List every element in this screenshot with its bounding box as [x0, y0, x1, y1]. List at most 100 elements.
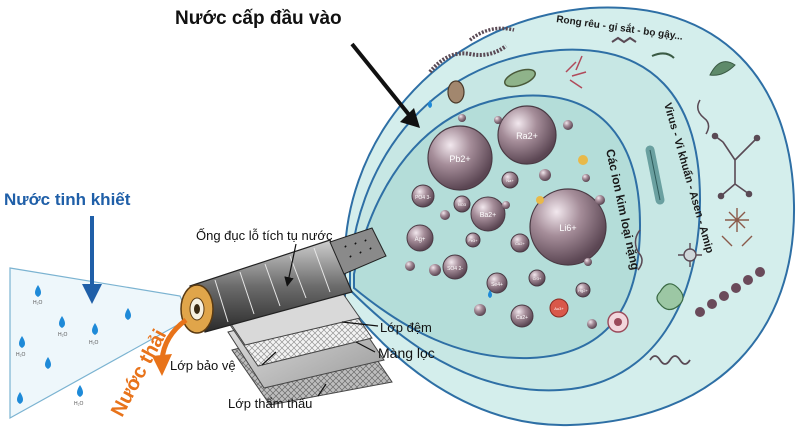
mesh-organism-icon: [721, 208, 753, 247]
ion-label: Li6+: [559, 223, 576, 233]
ion-label: Cu2+: [515, 241, 525, 246]
cylinder-wrap-lines: [214, 247, 331, 323]
ion-sphere: Li6+: [529, 188, 607, 266]
ion-sphere: NO3: [453, 195, 471, 213]
water-drop-icon: [17, 392, 23, 404]
algae-icon: [651, 52, 675, 59]
feed-water-label: Nước cấp đầu vào: [175, 8, 342, 29]
small-ion: [582, 174, 590, 182]
ion-label: Se4+: [491, 282, 503, 288]
membrane-label: Màng lọc: [378, 345, 435, 361]
water-drop-icon: [92, 323, 98, 335]
ion-sphere: SO4 2-: [442, 254, 468, 280]
small-ion: [474, 304, 486, 316]
ion-sphere: Cu2+: [510, 233, 530, 253]
water-drop-icon: [45, 357, 51, 369]
small-ion: [429, 264, 441, 276]
virus-particle-icon: [678, 243, 702, 267]
membrane-pointer: [355, 341, 376, 353]
flagellate-icon: [565, 55, 587, 89]
ion-label: Ba2+: [480, 212, 497, 219]
small-ion: [405, 261, 415, 271]
water-drop-icon: [19, 336, 25, 348]
worm-icon: [428, 44, 508, 74]
tube-holes: [344, 239, 372, 258]
collection-tube-pointer: [284, 243, 297, 287]
small-ion: [578, 155, 588, 165]
small-ion: [563, 120, 573, 130]
small-ion: [595, 195, 605, 205]
water-drop-icon: [488, 290, 492, 298]
small-ion: [494, 116, 502, 124]
feed-water-arrow: [350, 42, 412, 118]
feed-water-arrowhead: [400, 108, 420, 128]
spiral-bacteria-icon: [649, 355, 691, 365]
ion-sphere: Ba2+: [470, 196, 506, 232]
pure-water-label: Nước tinh khiết: [4, 190, 131, 209]
virus-icon: [611, 36, 637, 44]
round-protozoa-icon: [607, 311, 629, 333]
ion-label: Pb2+: [449, 154, 470, 164]
collection-tube: [329, 227, 387, 275]
small-ion: [587, 319, 597, 329]
h2o-label: H₂O: [33, 300, 43, 306]
ion-label: Ca2+: [516, 315, 528, 321]
ion-sphere: Pb2+: [427, 125, 493, 191]
pure-water-arrowhead: [82, 284, 102, 304]
ion-label: Ra2+: [516, 131, 538, 141]
ion-sphere: PO4 3-: [411, 184, 435, 208]
ion-label: SO4 2-: [447, 266, 463, 272]
membrane-cylinder: [180, 227, 387, 334]
ion-label: Na+: [506, 178, 514, 183]
ion-sphere: Au3+: [549, 298, 569, 318]
amoeba-icon: [656, 283, 684, 311]
cylinder-end-hole: [194, 304, 200, 314]
waste-water-arrowhead: [152, 354, 172, 376]
water-drop-icon: [77, 385, 83, 397]
permeate-layer-label: Lớp thẩm thấu: [228, 396, 312, 411]
small-ion: [536, 196, 544, 204]
ion-label: Au3+: [554, 306, 564, 311]
ion-sphere: Na+: [501, 171, 519, 189]
water-drop-icon: [35, 285, 41, 297]
protective-layer-pointer: [261, 351, 277, 366]
water-droplets: [17, 285, 131, 404]
ion-sphere: Ra2+: [497, 105, 557, 165]
small-ion: [584, 258, 592, 266]
ion-label: Cr3+: [533, 276, 542, 281]
outer-organisms: [428, 26, 765, 365]
ion-sphere: Hg2+: [575, 282, 591, 298]
small-ion: [502, 201, 510, 209]
collection-tube-label: Ống đục lỗ tích tụ nước: [196, 228, 333, 243]
small-ion: [458, 114, 466, 122]
bacteria-tail-icon: [634, 229, 643, 271]
h2o-label: H₂O: [74, 401, 84, 407]
ion-label: Hg2+: [578, 288, 588, 293]
ion-sphere: Ag+: [406, 224, 434, 252]
ion-label: NO3: [458, 202, 467, 207]
worm-icon: [468, 26, 515, 42]
ion-sphere: Ca2+: [510, 304, 534, 328]
permeate-layer-pointer: [317, 383, 327, 397]
bacteria-icon: [447, 80, 465, 104]
bacteria-icon: [504, 68, 536, 88]
water-drop-icon: [125, 308, 131, 320]
water-drop-icon: [428, 100, 432, 108]
h2o-label: H₂O: [89, 340, 99, 346]
small-ion: [440, 210, 450, 220]
water-molecule-labels: H₂O H₂O H₂O H₂O H₂O: [16, 300, 99, 407]
bacteria-tail-icon: [697, 99, 710, 135]
h2o-label: H₂O: [58, 332, 68, 338]
small-ion: [539, 169, 551, 181]
ion-sphere: Fe3+: [465, 232, 481, 248]
ion-label: Fe3+: [468, 238, 478, 243]
algae-icon: [709, 61, 736, 76]
ion-sphere: Cr3+: [528, 269, 546, 287]
ion-label: PO4 3-: [415, 195, 431, 201]
spacer-layer-label: Lớp đệm: [380, 320, 432, 335]
h2o-label: H₂O: [16, 352, 26, 358]
water-drop-icon: [59, 316, 65, 328]
bacillus-icon: [649, 149, 661, 201]
